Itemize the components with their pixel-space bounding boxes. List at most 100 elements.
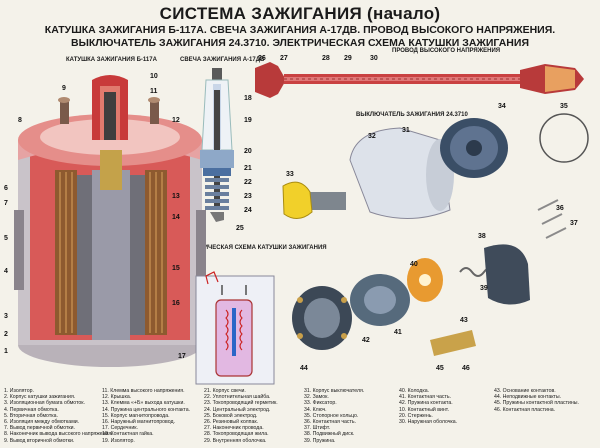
legend-item: 13. Клемма «+Б» выхода катушки. [102,400,185,407]
legend-item: 28. Токопроводящая жила. [204,431,269,438]
legend-item: 40. Колодка. [399,388,430,394]
callout-34: 34 [498,103,506,110]
legend-item: 18. Контактная гайка. [102,431,154,438]
callout-10: 10 [150,73,158,80]
legend-item: 44. Неподвижные контакты. [494,394,562,401]
callout-37: 37 [570,220,578,227]
legend-item: 12. Крышка. [102,394,132,401]
callout-13: 13 [172,193,180,200]
callout-41: 41 [394,329,402,336]
callout-26: 26 [258,55,266,62]
callout-20: 20 [244,148,252,155]
legend-item: 19. Изолятор. [102,437,135,444]
callout-31: 31 [402,127,410,134]
callout-40: 40 [410,261,418,268]
legend-col-6: 43. Основание контактов. 44. Неподвижные… [494,388,579,413]
callout-16: 16 [172,300,180,307]
legend-col-5: 40. Колодка. 41. Контактная часть. 42. П… [399,388,457,425]
legend-item: 5. Вторичная обмотка. [4,412,58,419]
legend-item: 22. Уплотнительная шайба. [204,394,271,401]
legend-item: 36. Контактная часть. [304,419,357,426]
callout-7: 7 [4,200,8,207]
callout-29: 29 [344,55,352,62]
legend-item: 39. Пружина. [304,437,336,444]
legend-col-2: 11. Клемма высокого напряжения. 12. Крыш… [102,388,190,444]
legend-item: 34. Ключ. [304,406,327,413]
legend-item: 37. Штифт. [304,425,331,432]
legend-item: 17. Сердечник. [102,425,138,432]
callout-2: 2 [4,331,8,338]
legend-item: 9. Вывод вторичной обмотки. [4,437,75,444]
callout-8: 8 [18,117,22,124]
callout-12: 12 [172,117,180,124]
page-subtitle-1: КАТУШКА ЗАЖИГАНИЯ Б-117А. СВЕЧА ЗАЖИГАНИ… [44,24,556,36]
legend-item: 8. Наконечник вывода высокого напряжения… [4,431,113,438]
legend-item: 32. Замок. [304,394,329,401]
legend-item: 24. Центральный электрод. [204,406,271,413]
callout-3: 3 [4,313,8,320]
callout-32: 32 [368,133,376,140]
legend-item: 1. Изолятор. [4,388,34,394]
legend-item: 15. Корпус магнитопровода. [102,412,170,419]
legend-item: 41. Контактная часть. [399,394,452,401]
legend-item: 6. Изоляция между обмотками. [4,419,80,426]
legend-item: 45. Пружины контактной пластины. [494,400,579,407]
legend-item: 7. Вывод первичной обмотки. [4,425,75,432]
callout-25: 25 [236,225,244,232]
legend: 1. Изолятор. 2. Корпус катушки зажигания… [4,388,596,446]
callout-6: 6 [4,185,8,192]
callout-numbers: 1 2 3 4 5 6 7 8 9 10 11 12 13 14 15 16 1… [4,55,578,372]
callout-17: 17 [178,353,186,360]
callout-22: 22 [244,179,252,186]
legend-item: 30. Наружная оболочка. [399,419,458,426]
ignition-switch-drawing [282,113,589,356]
callout-36: 36 [556,205,564,212]
coil-scheme-drawing [195,271,275,385]
legend-item: 2. Корпус катушки зажигания. [4,394,76,401]
legend-item: 4. Первичная обмотка. [4,406,59,413]
legend-item: 31. Корпус выключателя. [304,388,365,394]
legend-item: 42. Пружина контакта. [399,400,453,407]
legend-item: 14. Пружина центрального контакта. [102,406,191,413]
page-title: СИСТЕМА ЗАЖИГАНИЯ (начало) [159,4,441,23]
callout-30: 30 [370,55,378,62]
legend-item: 43. Основание контактов. [494,388,556,394]
ignition-coil-drawing [14,75,206,367]
legend-item: 3. Изоляционная бумага обмоток. [4,400,85,407]
legend-item: 46. Контактная пластина. [494,406,556,413]
plug-caption: СВЕЧА ЗАЖИГАНИЯ А-17ДВ [180,57,265,63]
legend-col-1: 1. Изолятор. 2. Корпус катушки зажигания… [4,388,113,444]
legend-item: 10. Контактный винт. [399,406,450,413]
legend-item: 33. Фиксатор. [304,400,337,407]
callout-33: 33 [286,171,294,178]
coil-caption: КАТУШКА ЗАЖИГАНИЯ Б-117А [66,57,157,63]
legend-item: 38. Подвижный диск. [304,431,355,438]
callout-44: 44 [300,365,308,372]
hv-wire-drawing [255,62,584,98]
legend-item: 16. Наружный магнитопровод. [102,419,175,426]
legend-item: 29. Внутренняя оболочка. [204,437,267,444]
callout-9: 9 [62,85,66,92]
switch-caption: ВЫКЛЮЧАТЕЛЬ ЗАЖИГАНИЯ 24.3710 [356,112,468,118]
spark-plug-drawing [200,68,234,222]
legend-item: 20. Стержень. [399,412,433,419]
legend-item: 23. Токопроводящий герметик. [204,400,278,407]
callout-14: 14 [172,214,180,221]
callout-45: 45 [436,365,444,372]
legend-item: 27. Наконечник провода. [204,425,264,432]
legend-item: 11. Клемма высокого напряжения. [102,388,185,394]
callout-27: 27 [280,55,288,62]
callout-18: 18 [244,95,252,102]
callout-23: 23 [244,193,252,200]
legend-item: 26. Резиновый колпак. [204,419,259,426]
wire-caption: ПРОВОД ВЫСОКОГО НАПРЯЖЕНИЯ [392,48,501,54]
callout-43: 43 [460,317,468,324]
callout-35: 35 [560,103,568,110]
callout-46: 46 [462,365,470,372]
callout-39: 39 [480,285,488,292]
legend-col-4: 31. Корпус выключателя. 32. Замок. 33. Ф… [304,388,364,444]
page-subtitle-2: ВЫКЛЮЧАТЕЛЬ ЗАЖИГАНИЯ 24.3710. ЭЛЕКТРИЧЕ… [71,37,529,49]
callout-5: 5 [4,235,8,242]
callout-42: 42 [362,337,370,344]
